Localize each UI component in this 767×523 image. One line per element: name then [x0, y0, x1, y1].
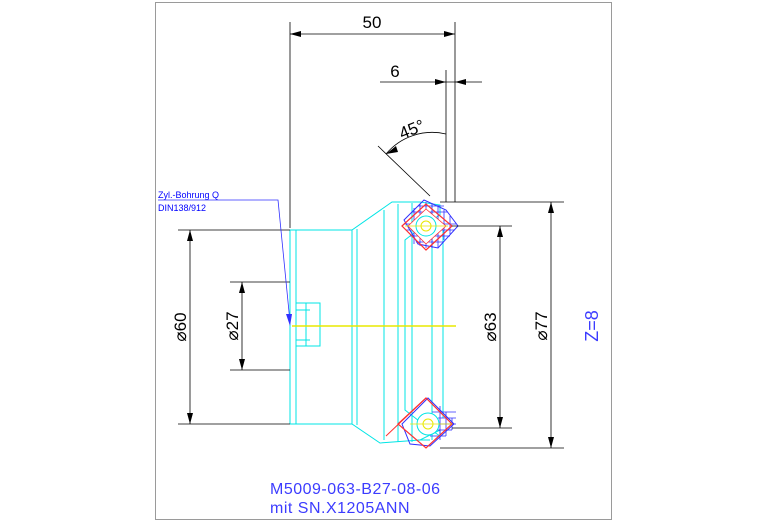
- dim-diameter-60: ⌀60: [171, 312, 190, 341]
- insert-bottom: [385, 397, 456, 449]
- bore-note-line2: DIN138/912: [158, 203, 206, 213]
- part-subtitle: mit SN.X1205ANN: [270, 500, 410, 517]
- dim-length-total: 50: [363, 13, 382, 32]
- dim-diameter-77: ⌀77: [532, 311, 551, 340]
- part-number: M5009-063-B27-08-06: [270, 481, 441, 498]
- dim-chamfer-angle: 45°: [396, 116, 427, 143]
- bore-note-line1: Zyl.-Bohrung Q: [158, 190, 219, 200]
- drawing-frame: [155, 2, 612, 520]
- dimension-arrowheads: [187, 31, 554, 448]
- insert-top: [401, 199, 459, 251]
- cutter-body: [289, 201, 444, 444]
- bore-note-arrow: [286, 314, 292, 326]
- tooth-count: Z=8: [582, 310, 602, 342]
- bore-note-leader: [158, 199, 291, 323]
- dimension-lines: [178, 22, 564, 449]
- dim-diameter-63: ⌀63: [481, 312, 500, 341]
- body-outline: [290, 201, 441, 444]
- dim-offset: 6: [390, 62, 399, 81]
- dim-diameter-27: ⌀27: [223, 311, 242, 340]
